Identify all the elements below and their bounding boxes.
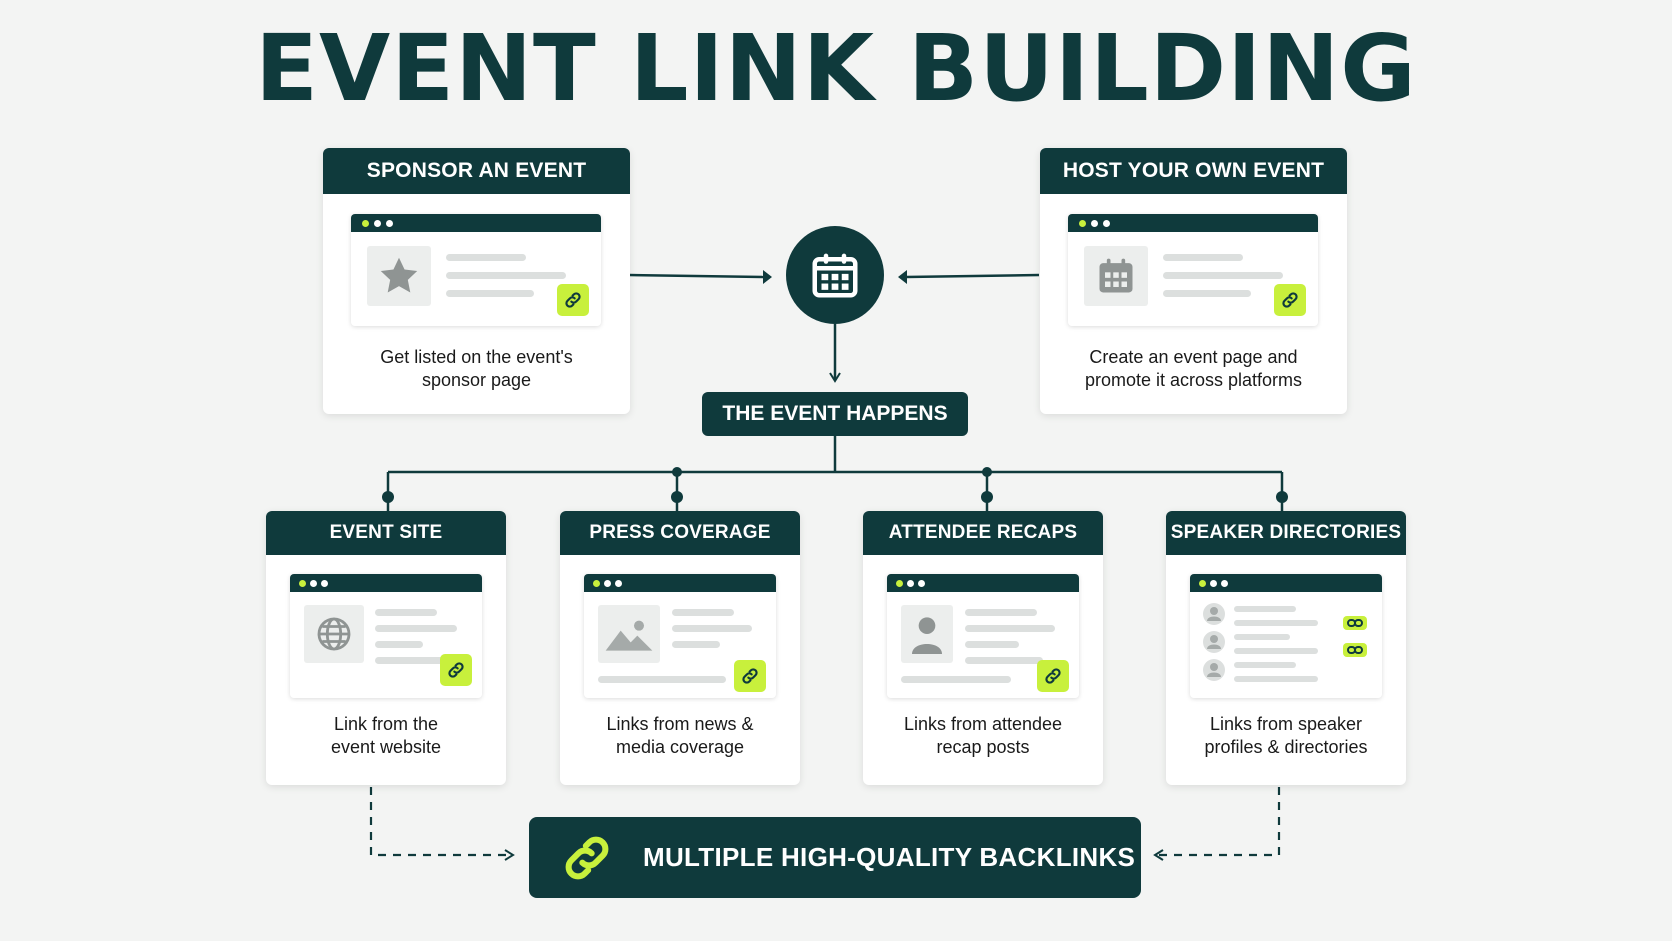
host-event-card: HOST YOUR OWN EVENT Create an event page… bbox=[1040, 148, 1347, 414]
link-icon bbox=[448, 662, 464, 678]
connector-sponsor-to-hub bbox=[628, 273, 765, 279]
people-list-icon bbox=[1203, 603, 1367, 682]
event-site-card: EVENT SITE Link from the event website bbox=[266, 511, 506, 785]
card-description-line: sponsor page bbox=[421, 370, 532, 390]
card-description-line: Links from news & bbox=[606, 714, 754, 734]
press-coverage-card: PRESS COVERAGE Links from news & media c… bbox=[560, 511, 800, 785]
connector-sponsor-arrowhead bbox=[763, 270, 772, 284]
page-title: EVENT LINK BUILDING bbox=[255, 15, 1417, 122]
card-title: ATTENDEE RECAPS bbox=[863, 511, 1103, 555]
connector-host-arrowhead bbox=[898, 270, 907, 284]
card-title: HOST YOUR OWN EVENT bbox=[1040, 148, 1347, 194]
browser-mockup bbox=[584, 574, 776, 698]
link-icon bbox=[1343, 643, 1367, 657]
card-description-line: Link from the bbox=[333, 714, 439, 734]
dashed-connector-left bbox=[369, 787, 515, 861]
link-icon bbox=[565, 292, 581, 308]
card-description-line: profiles & directories bbox=[1204, 737, 1368, 757]
card-description-line: Get listed on the event's bbox=[380, 347, 573, 367]
card-title: PRESS COVERAGE bbox=[560, 511, 800, 555]
card-description-line: Links from speaker bbox=[1209, 714, 1363, 734]
card-description-line: Links from attendee bbox=[903, 714, 1063, 734]
browser-mockup bbox=[887, 574, 1079, 698]
chain-link-icon bbox=[565, 836, 609, 879]
person-icon bbox=[912, 617, 942, 654]
dashed-connector-right bbox=[1153, 787, 1281, 861]
browser-mockup bbox=[351, 214, 601, 326]
sponsor-event-card: SPONSOR AN EVENT Get listed on the event… bbox=[323, 148, 630, 414]
browser-mockup bbox=[1190, 574, 1382, 698]
browser-mockup bbox=[290, 574, 482, 698]
image-icon bbox=[605, 620, 653, 651]
card-description-line: promote it across platforms bbox=[1084, 370, 1303, 390]
result-label: MULTIPLE HIGH-QUALITY BACKLINKS bbox=[643, 842, 1136, 872]
card-title: EVENT SITE bbox=[266, 511, 506, 555]
link-icon bbox=[1045, 668, 1061, 684]
card-title: SPONSOR AN EVENT bbox=[323, 148, 630, 194]
connector-host-to-hub bbox=[905, 273, 1040, 279]
star-icon bbox=[380, 257, 418, 293]
event-hub bbox=[786, 226, 884, 324]
link-icon bbox=[742, 668, 758, 684]
card-title: SPEAKER DIRECTORIES bbox=[1166, 511, 1406, 555]
link-icon bbox=[1343, 616, 1367, 630]
calendar-icon bbox=[1099, 258, 1133, 293]
link-icon bbox=[1282, 292, 1298, 308]
result-banner: MULTIPLE HIGH-QUALITY BACKLINKS bbox=[529, 817, 1141, 898]
card-description-line: event website bbox=[330, 737, 442, 757]
card-description-line: media coverage bbox=[615, 737, 745, 757]
event-happens-pill: THE EVENT HAPPENS bbox=[702, 392, 968, 436]
browser-mockup bbox=[1068, 214, 1318, 326]
card-description-line: recap posts bbox=[936, 737, 1030, 757]
card-description-line: Create an event page and bbox=[1089, 347, 1298, 367]
speaker-directories-card: SPEAKER DIRECTORIES bbox=[1166, 511, 1406, 785]
attendee-recaps-card: ATTENDEE RECAPS Links from attendee reca… bbox=[863, 511, 1103, 785]
globe-icon bbox=[317, 617, 351, 651]
calendar-icon bbox=[812, 253, 858, 298]
